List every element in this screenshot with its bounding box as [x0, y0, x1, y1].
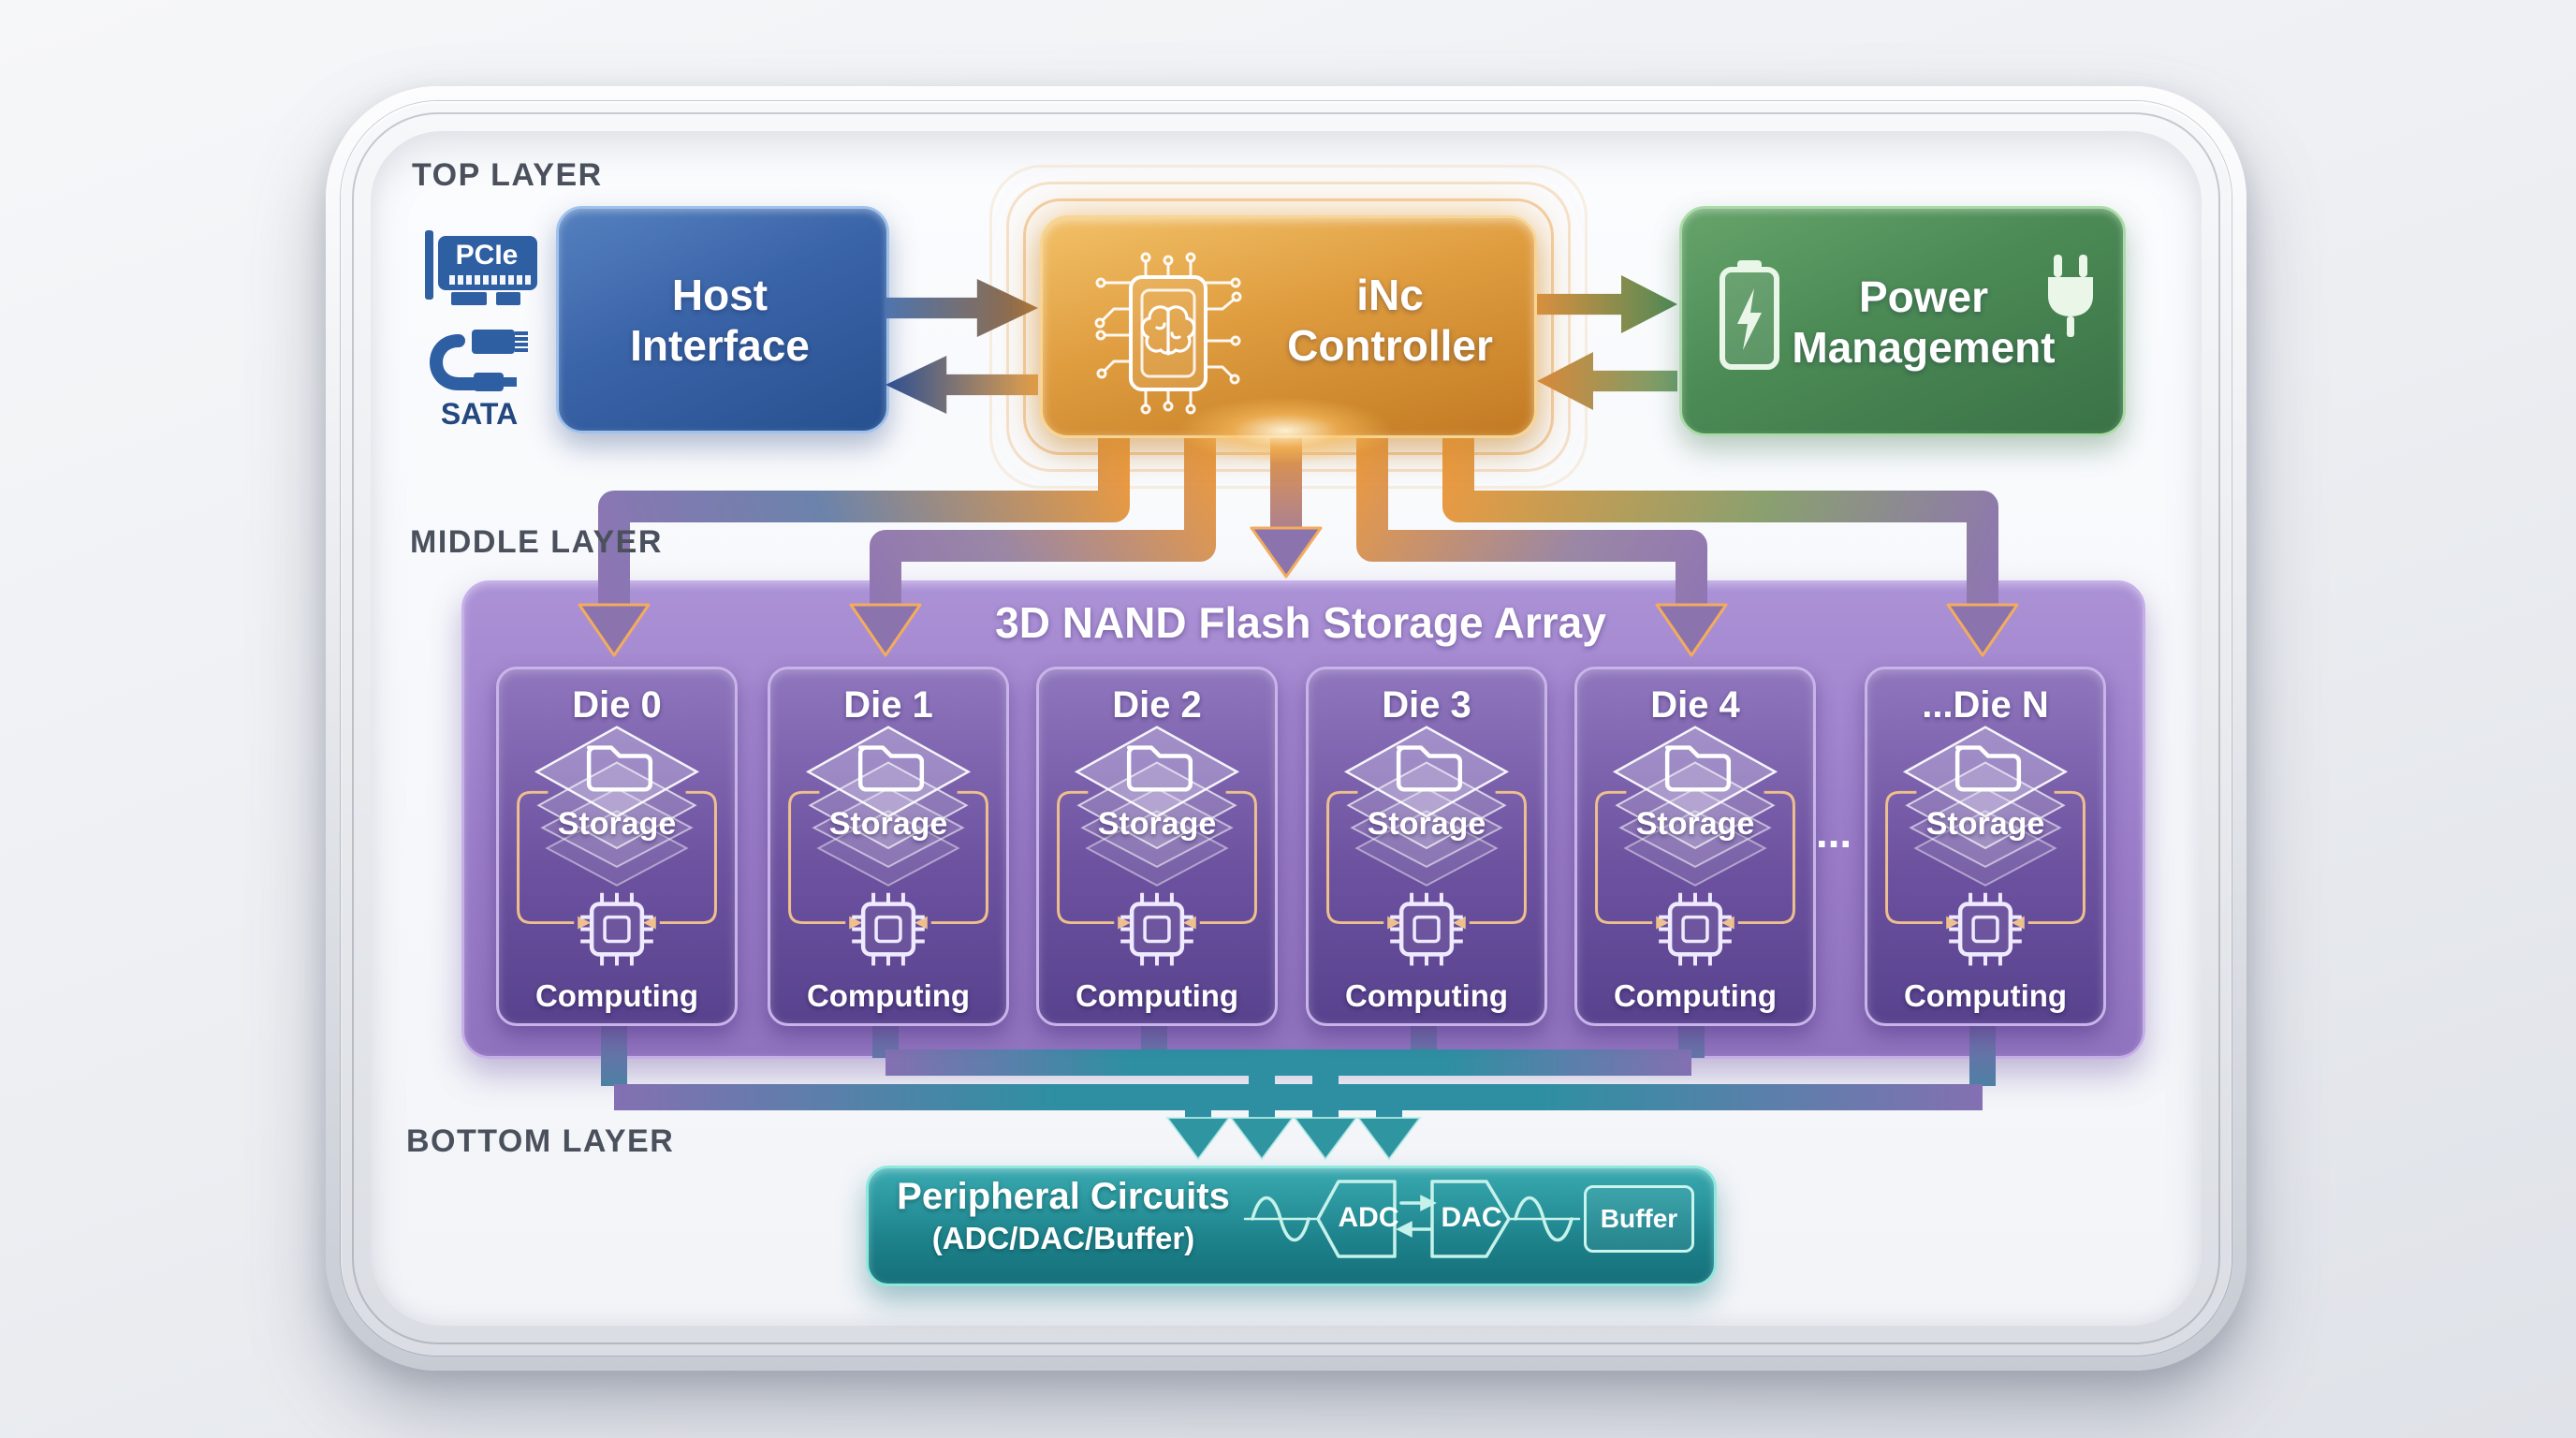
power-plug-icon: [2048, 255, 2093, 337]
dac-label: DAC: [1441, 1202, 1502, 1233]
compute-chip-icon: [580, 892, 653, 966]
sata-cable-icon: [430, 330, 528, 391]
die-computing-label: Computing: [806, 978, 971, 1013]
die-card-3: Die 3 Storage Computing: [1306, 667, 1547, 1026]
storage-to-compute-conduit: [1326, 790, 1527, 925]
die-title: Die 2: [1112, 684, 1202, 726]
die-storage-label: Storage: [1097, 806, 1217, 842]
sine-wave-icon: [1514, 1196, 1573, 1241]
adc-dac-signal-graphic: [1243, 1180, 1581, 1258]
host-line2: Interface: [630, 321, 810, 370]
die-computing-label: Computing: [1344, 978, 1509, 1013]
folder-icon: [1954, 745, 2022, 792]
host-interface-label: Host Interface: [556, 270, 884, 371]
compute-chip-icon: [852, 892, 925, 966]
host-interface-box: [556, 206, 889, 433]
die-computing-label: Computing: [1613, 978, 1778, 1013]
power-line2: Management: [1792, 323, 2056, 372]
compute-chip-icon: [1659, 892, 1732, 966]
die-card-4: Die 4 Storage Computing: [1574, 667, 1816, 1026]
power-management-label: Power Management: [1778, 271, 2069, 373]
storage-to-compute-conduit: [1595, 790, 1795, 925]
die-storage-label: Storage: [1367, 806, 1486, 842]
storage-to-compute-conduit: [1885, 790, 2086, 925]
storage-to-compute-conduit: [517, 790, 717, 925]
controller-glow-flare: [1178, 397, 1393, 464]
bottom-layer-label: BOTTOM LAYER: [406, 1123, 675, 1159]
die-ellipsis: ...: [1815, 808, 1852, 857]
folder-icon: [586, 745, 653, 792]
peripheral-title: Peripheral Circuits: [897, 1176, 1230, 1217]
die-title: Die 0: [572, 684, 662, 726]
die-card-1: Die 1 Storage Computing: [768, 667, 1009, 1026]
compute-chip-icon: [1120, 892, 1193, 966]
folder-icon: [1396, 745, 1463, 792]
sine-wave-icon: [1251, 1196, 1310, 1241]
folder-icon: [1126, 745, 1193, 792]
die-storage-label: Storage: [557, 806, 677, 842]
peripheral-subtitle: (ADC/DAC/Buffer): [931, 1221, 1195, 1255]
host-line1: Host: [671, 271, 768, 319]
middle-layer-label: MIDDLE LAYER: [410, 524, 663, 560]
buffer-label: Buffer: [1600, 1204, 1678, 1233]
power-line1: Power: [1858, 272, 1989, 321]
top-layer-label: TOP LAYER: [412, 157, 603, 193]
adc-label: ADC: [1338, 1202, 1399, 1233]
folder-icon: [1664, 745, 1732, 792]
die-storage-label: Storage: [828, 806, 948, 842]
inc-controller-label: iNc Controller: [1259, 270, 1521, 371]
folder-icon: [857, 745, 925, 792]
die-computing-label: Computing: [534, 978, 699, 1013]
peripheral-circuits-box: [866, 1166, 1717, 1286]
battery-icon: [1720, 260, 1779, 370]
die-title: Die 1: [843, 684, 933, 726]
die-computing-label: Computing: [1903, 978, 2068, 1013]
die-storage-label: Storage: [1925, 806, 2045, 842]
controller-line1: iNc: [1356, 271, 1424, 319]
pcie-card-icon: [425, 230, 537, 305]
die-graphic: [1885, 726, 2086, 966]
storage-to-compute-conduit: [1057, 790, 1257, 925]
die-card-0: Die 0 Storage Computing: [496, 667, 738, 1026]
die-graphic: [517, 726, 717, 966]
die-storage-label: Storage: [1635, 806, 1755, 842]
pcie-label: PCIe: [455, 240, 519, 271]
nand-array-title: 3D NAND Flash Storage Array: [995, 598, 1606, 647]
die-graphic: [1326, 726, 1527, 966]
sata-label: SATA: [440, 397, 519, 431]
die-card-5: ...Die N Storage Computing: [1865, 667, 2106, 1026]
buffer-box: Buffer: [1584, 1185, 1694, 1253]
compute-chip-icon: [1390, 892, 1463, 966]
die-title: Die 4: [1650, 684, 1740, 726]
die-computing-label: Computing: [1075, 978, 1239, 1013]
die-title: Die 3: [1382, 684, 1471, 726]
storage-to-compute-conduit: [788, 790, 988, 925]
die-graphic: [1057, 726, 1257, 966]
controller-line2: Controller: [1287, 321, 1493, 370]
brain-chip-icon: [1094, 252, 1242, 415]
die-title: ...Die N: [1922, 684, 2049, 726]
die-graphic: [1595, 726, 1795, 966]
die-graphic: [788, 726, 988, 966]
compute-chip-icon: [1949, 892, 2022, 966]
die-card-2: Die 2 Storage Computing: [1036, 667, 1278, 1026]
